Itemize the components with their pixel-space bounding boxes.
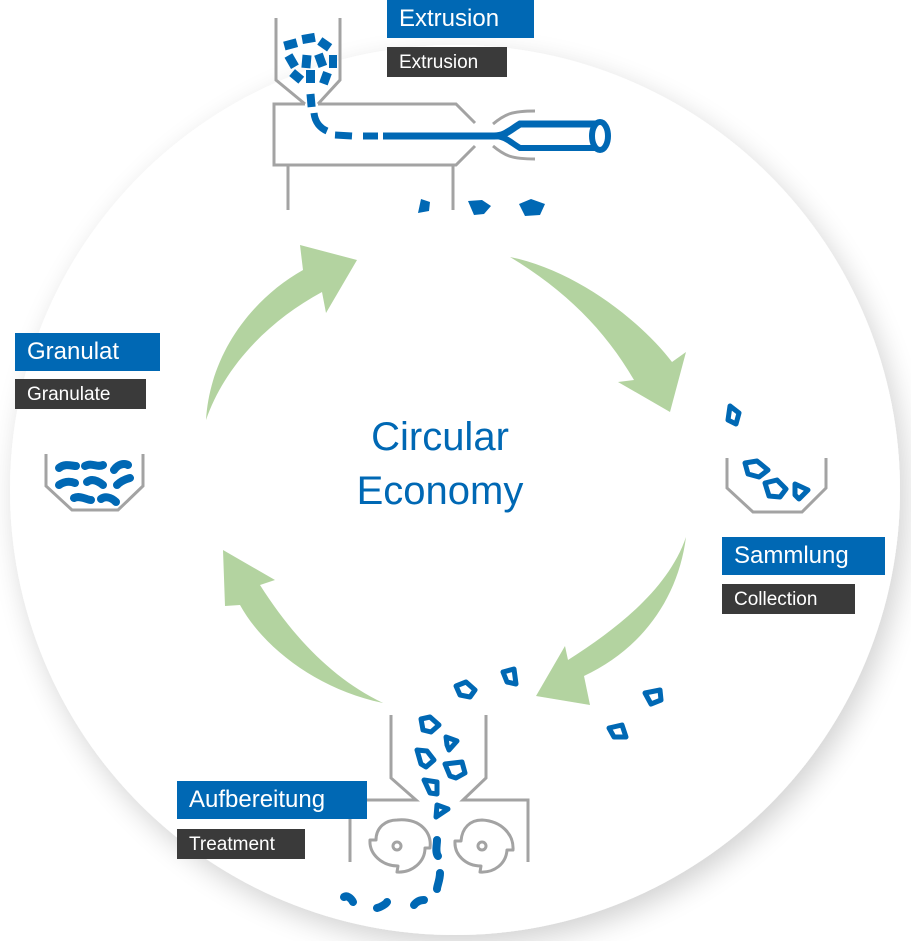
cycle-arrows <box>206 245 686 705</box>
background-circle <box>10 45 900 935</box>
label-granulate-de: Granulat <box>15 333 160 371</box>
label-granulate-en: Granulate <box>15 379 146 409</box>
center-title: Circular Economy <box>290 410 590 518</box>
label-treatment-en: Treatment <box>177 829 305 859</box>
label-extrusion-en: Extrusion <box>387 47 507 77</box>
shredder-icon <box>340 666 664 912</box>
granulate-bin-icon <box>44 454 145 512</box>
center-title-line2: Economy <box>356 469 524 513</box>
extruder-icon <box>272 18 611 216</box>
label-collection-de: Sammlung <box>722 537 885 575</box>
arrow-extrusion-to-collection <box>510 257 686 412</box>
label-collection-en: Collection <box>722 584 855 614</box>
arrow-granulate-to-extrusion <box>206 245 357 420</box>
arrow-treatment-to-granulate <box>223 550 383 703</box>
label-treatment-de: Aufbereitung <box>177 781 367 819</box>
arrow-collection-to-treatment <box>536 537 686 705</box>
label-extrusion-de: Extrusion <box>387 0 534 38</box>
center-title-line1: Circular <box>371 415 509 459</box>
collection-bin-icon <box>725 403 828 514</box>
